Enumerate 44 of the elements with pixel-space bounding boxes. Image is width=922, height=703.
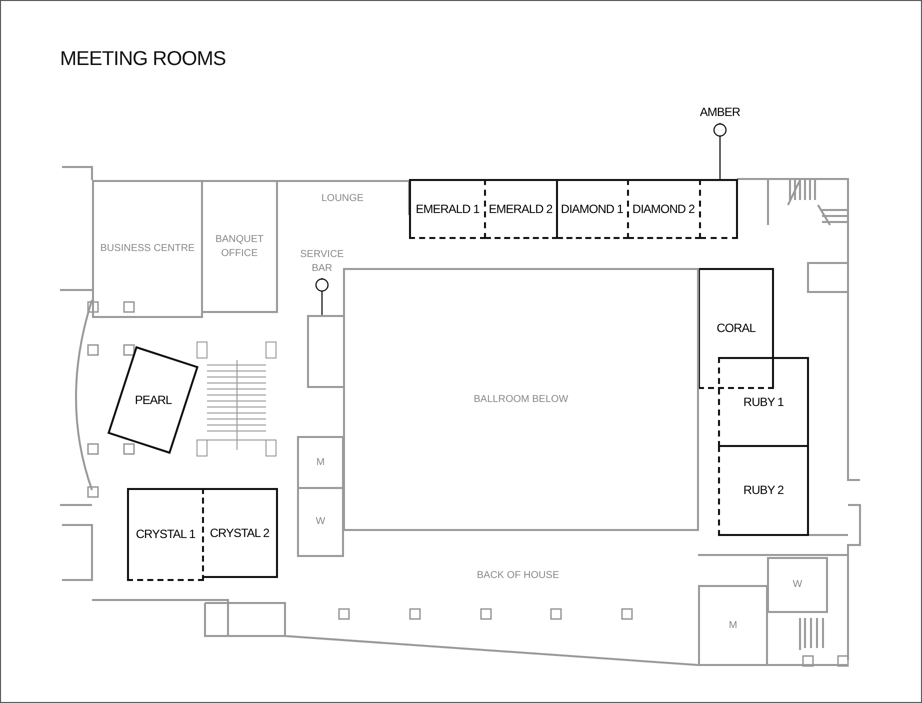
room-name: SERVICE BAR (294, 248, 350, 276)
area-label: BACK OF HOUSE (476, 569, 560, 583)
room-name: CORAL (716, 321, 756, 336)
room-outline (277, 180, 410, 215)
title: MEETING ROOMS (60, 48, 226, 71)
room-outline (700, 179, 738, 239)
room-name: CRYSTAL 2 (210, 526, 270, 540)
room-name: RUBY 1 (743, 394, 784, 410)
meeting-room (718, 446, 809, 536)
meeting-room (107, 346, 199, 454)
meeting-room (557, 179, 629, 239)
room-outline (698, 585, 768, 666)
room-name: PEARL (134, 392, 172, 408)
room-name: M (316, 456, 325, 470)
meeting-room (718, 357, 809, 447)
room-name: DIAMOND 1 (560, 202, 624, 216)
room-name: RUBY 2 (743, 482, 784, 498)
leader-line (713, 123, 727, 179)
room-outline (343, 268, 699, 531)
meeting-room (628, 179, 701, 239)
room-name: M (728, 618, 738, 632)
bar-counter (307, 315, 344, 388)
room-name: AMBER (690, 104, 750, 121)
meeting-room (409, 179, 486, 239)
room-name: EMERALD 2 (488, 202, 552, 216)
meeting-room (203, 488, 278, 578)
room-outline (767, 557, 828, 613)
room-name: W (792, 578, 802, 592)
room-name: CRYSTAL 1 (136, 527, 196, 542)
room-outline (201, 180, 278, 313)
meeting-room (485, 179, 558, 239)
room-name: BUSINESS CENTRE (100, 242, 195, 256)
room-name: BANQUET OFFICE (214, 232, 265, 260)
room-outline (297, 436, 344, 489)
meeting-room (698, 268, 774, 389)
room-name: DIAMOND 2 (632, 202, 695, 216)
leader-line (315, 278, 329, 315)
room-name: EMERALD 1 (416, 202, 480, 216)
room-name: LOUNGE (321, 192, 364, 206)
room-outline (297, 488, 344, 557)
room-name: BALLROOM BELOW (474, 392, 568, 406)
room-name: W (316, 514, 326, 528)
meeting-room (127, 488, 204, 581)
room-outline (92, 180, 203, 318)
